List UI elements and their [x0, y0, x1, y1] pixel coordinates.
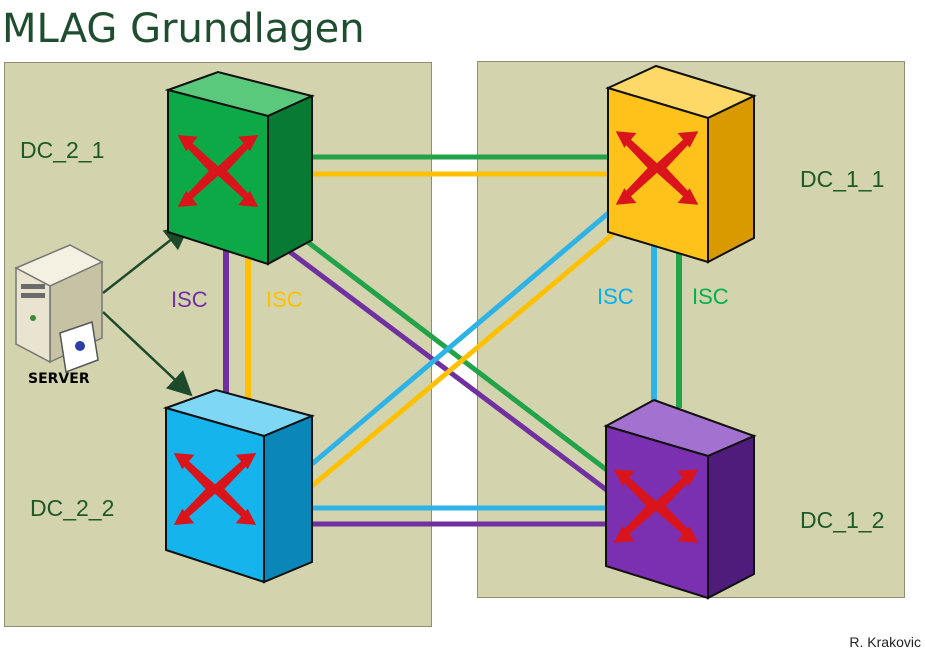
links-group	[102, 154, 682, 527]
link-dc21-dc12-purple	[288, 250, 614, 496]
switch-dc-1-2	[603, 398, 757, 600]
switch-dc-1-1	[605, 64, 757, 264]
server-icon	[14, 244, 104, 374]
label-dc-2-2: DC_2_2	[30, 495, 115, 521]
label-dc-1-1: DC_1_1	[800, 166, 885, 192]
isc-label-purple: ISC	[171, 287, 208, 312]
link-dc21-dc12-green	[303, 238, 614, 476]
isc-label-yellow: ISC	[266, 287, 303, 312]
author-credit: R. Krakovic	[849, 634, 921, 650]
label-dc-2-1: DC_2_1	[20, 137, 105, 163]
link-dc22-dc11-yellow	[310, 216, 634, 488]
isc-label-blue: ISC	[597, 284, 634, 309]
switch-dc-2-2	[162, 388, 316, 584]
server-label: SERVER	[28, 371, 90, 387]
server-to-dc21-arrow	[102, 224, 190, 294]
page-title: MLAG Grundlagen	[2, 6, 365, 52]
isc-label-green: ISC	[692, 284, 729, 309]
server-to-dc22-arrow	[102, 311, 193, 397]
switch-dc-2-1	[164, 70, 316, 266]
link-dc22-dc11-blue	[310, 208, 614, 466]
label-dc-1-2: DC_1_2	[800, 507, 885, 533]
